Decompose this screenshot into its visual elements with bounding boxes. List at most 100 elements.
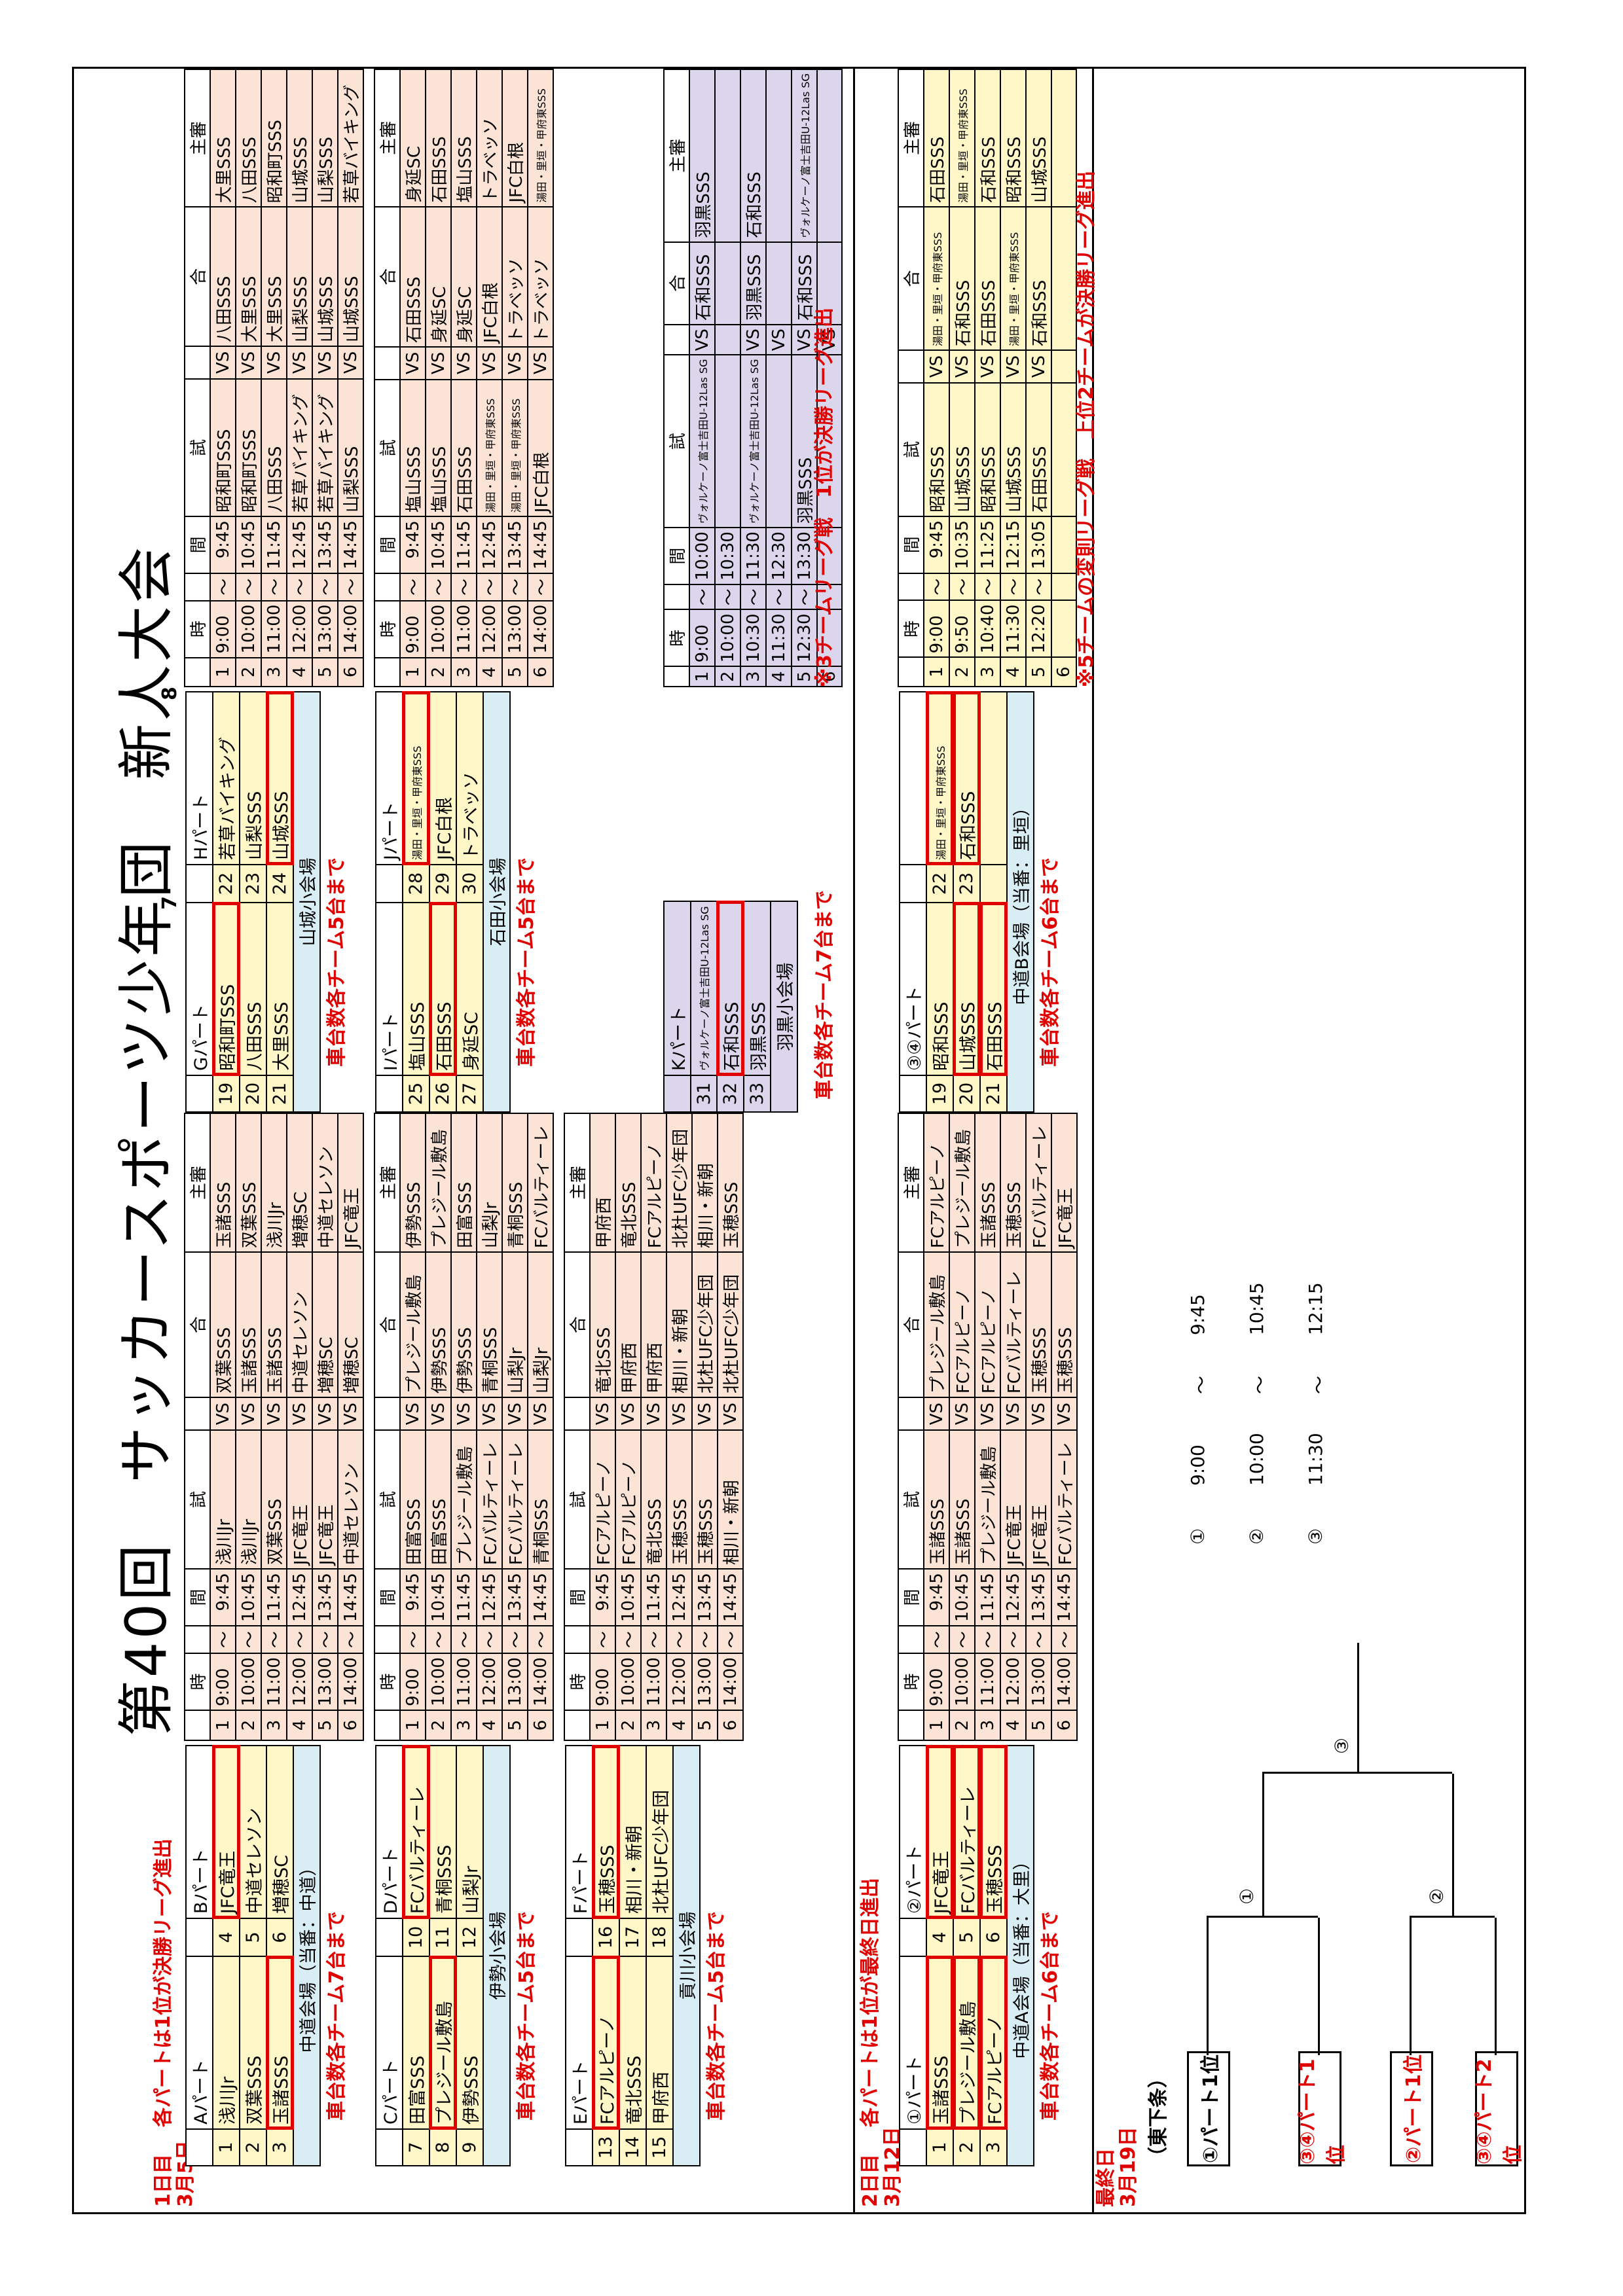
cell: 昭和町SSS [261, 69, 287, 207]
team-name: ヴォルケーノ富士吉田U-12Las SG [691, 901, 717, 1075]
cell: 9:00 [400, 600, 426, 658]
cell: 2 [236, 657, 261, 687]
cell: 12:45 [1000, 1569, 1026, 1626]
cell: VS [312, 1397, 338, 1431]
cell [1051, 69, 1076, 207]
cell: 中道セレソン [338, 1430, 363, 1570]
col-match: 試 [374, 379, 400, 517]
cell: 12:00 [287, 600, 312, 658]
car-note: 車台数各チーム7台まで [325, 1911, 348, 2121]
cell: 相川・新朝 [718, 1430, 743, 1570]
team-name: 若草バイキング [213, 692, 240, 865]
part-name: Gパート [186, 903, 213, 1075]
car-note: 車台数各チーム7台まで [813, 890, 836, 1100]
cell: JFC竜王 [338, 1113, 363, 1253]
cell: 湯田・里垣・甲府東SSS [477, 379, 502, 517]
cell: 11:45 [261, 516, 287, 573]
cell: VS [426, 1397, 451, 1431]
cell: ヴォルケーノ富士吉田U-12Las SG [740, 355, 766, 528]
team-number: 29 [429, 865, 456, 903]
cell: 玉穂SSS [1051, 1252, 1077, 1398]
cell: FCバルティーレ [477, 1430, 502, 1570]
day1-note: 各パートは1位が決勝リーグ進出 [152, 1839, 175, 2127]
bracket-line [1495, 1918, 1497, 2055]
col-time: 間 [185, 1569, 210, 1626]
team-name: 石田SSS [979, 898, 1008, 1080]
cell: 10:45 [949, 1569, 975, 1626]
cell: 14:45 [718, 1569, 743, 1626]
cell: 八田SSS [210, 207, 236, 346]
cell: 4 [766, 666, 792, 687]
col-match: 試 [664, 355, 689, 528]
team-number: 15 [646, 2129, 673, 2166]
cell: 11:45 [451, 516, 477, 574]
col-match: 試 [374, 1430, 400, 1570]
cell: VS [477, 346, 502, 380]
team-number: 6 [980, 1918, 1007, 1956]
cell: 伊勢SSS [451, 1252, 477, 1398]
cell: ～ [689, 584, 715, 610]
team-number: 19 [926, 1075, 953, 1112]
cell: 1 [400, 657, 426, 687]
col-match: 試 [564, 1430, 590, 1570]
cell: 2 [426, 1710, 451, 1740]
cell: 10:45 [426, 516, 451, 574]
cell: 山城SSS [1026, 69, 1051, 207]
cell: ～ [236, 1626, 261, 1654]
col-time: 時 [898, 600, 924, 658]
cell [1051, 600, 1076, 658]
cell: ～ [1000, 1626, 1026, 1654]
final-time: ③ [1305, 1528, 1326, 1545]
team-name: JFC竜王 [926, 1741, 954, 1923]
cell: 玉諸SSS [261, 1252, 287, 1398]
cell: 石田SSS [400, 206, 426, 347]
cell: VS [975, 1397, 1000, 1431]
col-time: 間 [185, 516, 210, 573]
cell: 12:20 [1026, 600, 1051, 658]
cell: 14:00 [528, 600, 553, 658]
seed-3: ②パート1位 [1390, 2051, 1433, 2166]
cell: 湯田・里垣・甲府東SSS [528, 69, 553, 207]
team-number: 4 [213, 1918, 240, 1956]
cell: 甲府西 [590, 1113, 615, 1253]
cell: JFC白根 [502, 69, 528, 207]
team-number: 27 [456, 1075, 483, 1112]
car-note: 車台数各チーム6台まで [1039, 857, 1062, 1067]
cell [715, 69, 740, 242]
team-number: 22 [213, 865, 240, 903]
cell: ～ [236, 573, 261, 601]
cell: 13:45 [312, 516, 338, 573]
cell: ～ [261, 573, 287, 601]
final-time: ② [1246, 1528, 1267, 1545]
cell: 2 [615, 1710, 641, 1740]
team-name: 玉諸SSS [926, 1952, 954, 2134]
cell: VS [528, 346, 553, 380]
cell: ～ [641, 1626, 666, 1654]
cell: 10:00 [236, 1653, 261, 1710]
cell: 山城SSS [1000, 382, 1026, 516]
cell: 5 [692, 1710, 718, 1740]
cell: FCバルティーレ [528, 1113, 553, 1253]
cell: VS [641, 1397, 666, 1431]
team-number: 32 [717, 1075, 744, 1112]
cell: ～ [426, 573, 451, 601]
cell: 大里SSS [261, 207, 287, 346]
cell: 11:30 [766, 609, 792, 667]
cell: 身延SC [451, 206, 477, 347]
cell: JFC竜王 [312, 1430, 338, 1570]
cell: VS [400, 1397, 426, 1431]
cell: 昭和SSS [1000, 69, 1026, 207]
cell [1051, 516, 1076, 573]
